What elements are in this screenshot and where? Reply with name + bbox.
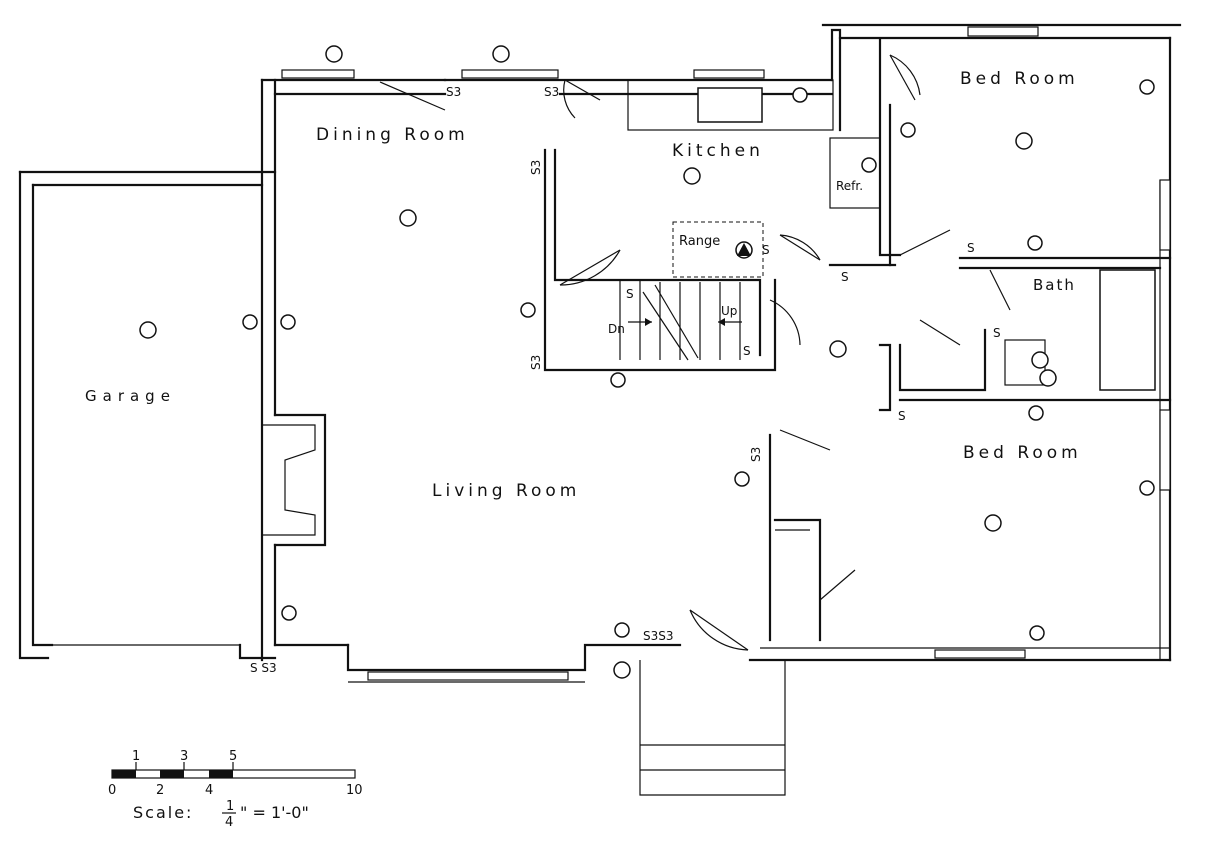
stair-up-label: Up <box>721 304 737 318</box>
switch-label: S <box>967 241 975 255</box>
interior-walls <box>543 38 1172 796</box>
light-fixtures <box>139 45 1155 679</box>
switch-label: S <box>626 287 634 301</box>
wall-light-icon <box>792 87 808 103</box>
scale-tick: 3 <box>180 749 188 764</box>
switch-label: S3S3 <box>643 629 674 643</box>
scale-ratio-rest: " = 1'-0" <box>240 803 309 822</box>
room-label-kitchen: Kitchen <box>672 141 764 161</box>
ceiling-light-icon <box>1015 132 1033 150</box>
range-icon <box>737 243 751 256</box>
switch-label: S3 <box>544 85 559 99</box>
wall-light-icon <box>520 302 536 318</box>
wall-light-icon <box>242 314 258 330</box>
wall-light-icon <box>861 157 877 173</box>
wall-light-icon <box>614 622 630 638</box>
range-ring-icon <box>735 241 753 259</box>
wall-light-icon <box>1027 235 1043 251</box>
door-swings <box>379 54 1011 651</box>
refrigerator-label: Refr. <box>836 179 863 193</box>
scale-ratio-den: 4 <box>225 815 233 830</box>
stair-down-label: Dn <box>608 322 625 336</box>
room-label-garage: Garage <box>85 387 176 405</box>
main-walls <box>260 23 1182 683</box>
switch-label: S3 <box>749 447 763 462</box>
switch-label: S3 <box>529 160 543 175</box>
switch-label: S S3 <box>250 661 277 675</box>
room-label-bed2: Bed Room <box>963 443 1082 463</box>
room-label-bath: Bath <box>1033 276 1076 294</box>
scale-tick: 10 <box>346 783 363 798</box>
switch-labels: S3 S3 S3 S3 S3 S S S S S S S S S3 S3S3 <box>250 85 1001 675</box>
wall-light-icon <box>1139 480 1155 496</box>
switch-label: S <box>762 243 770 257</box>
wall-light-icon <box>1029 625 1045 641</box>
switch-label: S <box>898 409 906 423</box>
ceiling-light-icon <box>492 45 510 63</box>
ceiling-light-icon <box>139 321 157 339</box>
scale-label: Scale: <box>133 803 193 822</box>
wall-light-icon <box>280 314 296 330</box>
switch-label: S <box>743 344 751 358</box>
room-label-bed1: Bed Room <box>960 69 1079 89</box>
wall-light-icon <box>1139 79 1155 95</box>
room-label-living: Living Room <box>432 481 580 501</box>
ceiling-light-icon <box>325 45 343 63</box>
switch-label: S3 <box>529 355 543 370</box>
scale-bar: 1 3 5 0 2 4 10 Scale: 1 4 " = 1'-0" <box>108 749 363 830</box>
switch-label: S <box>841 270 849 284</box>
ceiling-light-icon <box>984 514 1002 532</box>
wall-light-icon <box>734 471 750 487</box>
wall-light-icon <box>281 605 297 621</box>
ceiling-light-icon <box>829 340 847 358</box>
ceiling-light-icon <box>399 209 417 227</box>
room-labels: Dining Room Kitchen Bed Room Bath Bed Ro… <box>85 69 1082 501</box>
ceiling-light-icon <box>683 167 701 185</box>
range-label: Range <box>679 234 720 249</box>
wall-light-icon <box>610 372 626 388</box>
scale-tick: 4 <box>205 783 213 798</box>
bath-fixture-icon <box>1031 351 1049 369</box>
garage-walls <box>18 170 277 660</box>
scale-ratio-num: 1 <box>226 799 234 814</box>
scale-tick: 1 <box>132 749 140 764</box>
scale-tick: 2 <box>156 783 164 798</box>
switch-label: S <box>993 326 1001 340</box>
ceiling-light-icon <box>613 661 631 679</box>
scale-tick: 0 <box>108 783 116 798</box>
fixture-labels: Refr. Range Dn Up <box>608 179 863 336</box>
wall-light-icon <box>900 122 916 138</box>
switch-label: S3 <box>446 85 461 99</box>
wall-light-icon <box>1028 405 1044 421</box>
room-label-dining: Dining Room <box>316 125 469 145</box>
scale-tick: 5 <box>229 749 237 764</box>
bath-fixture-icon <box>1039 369 1057 387</box>
